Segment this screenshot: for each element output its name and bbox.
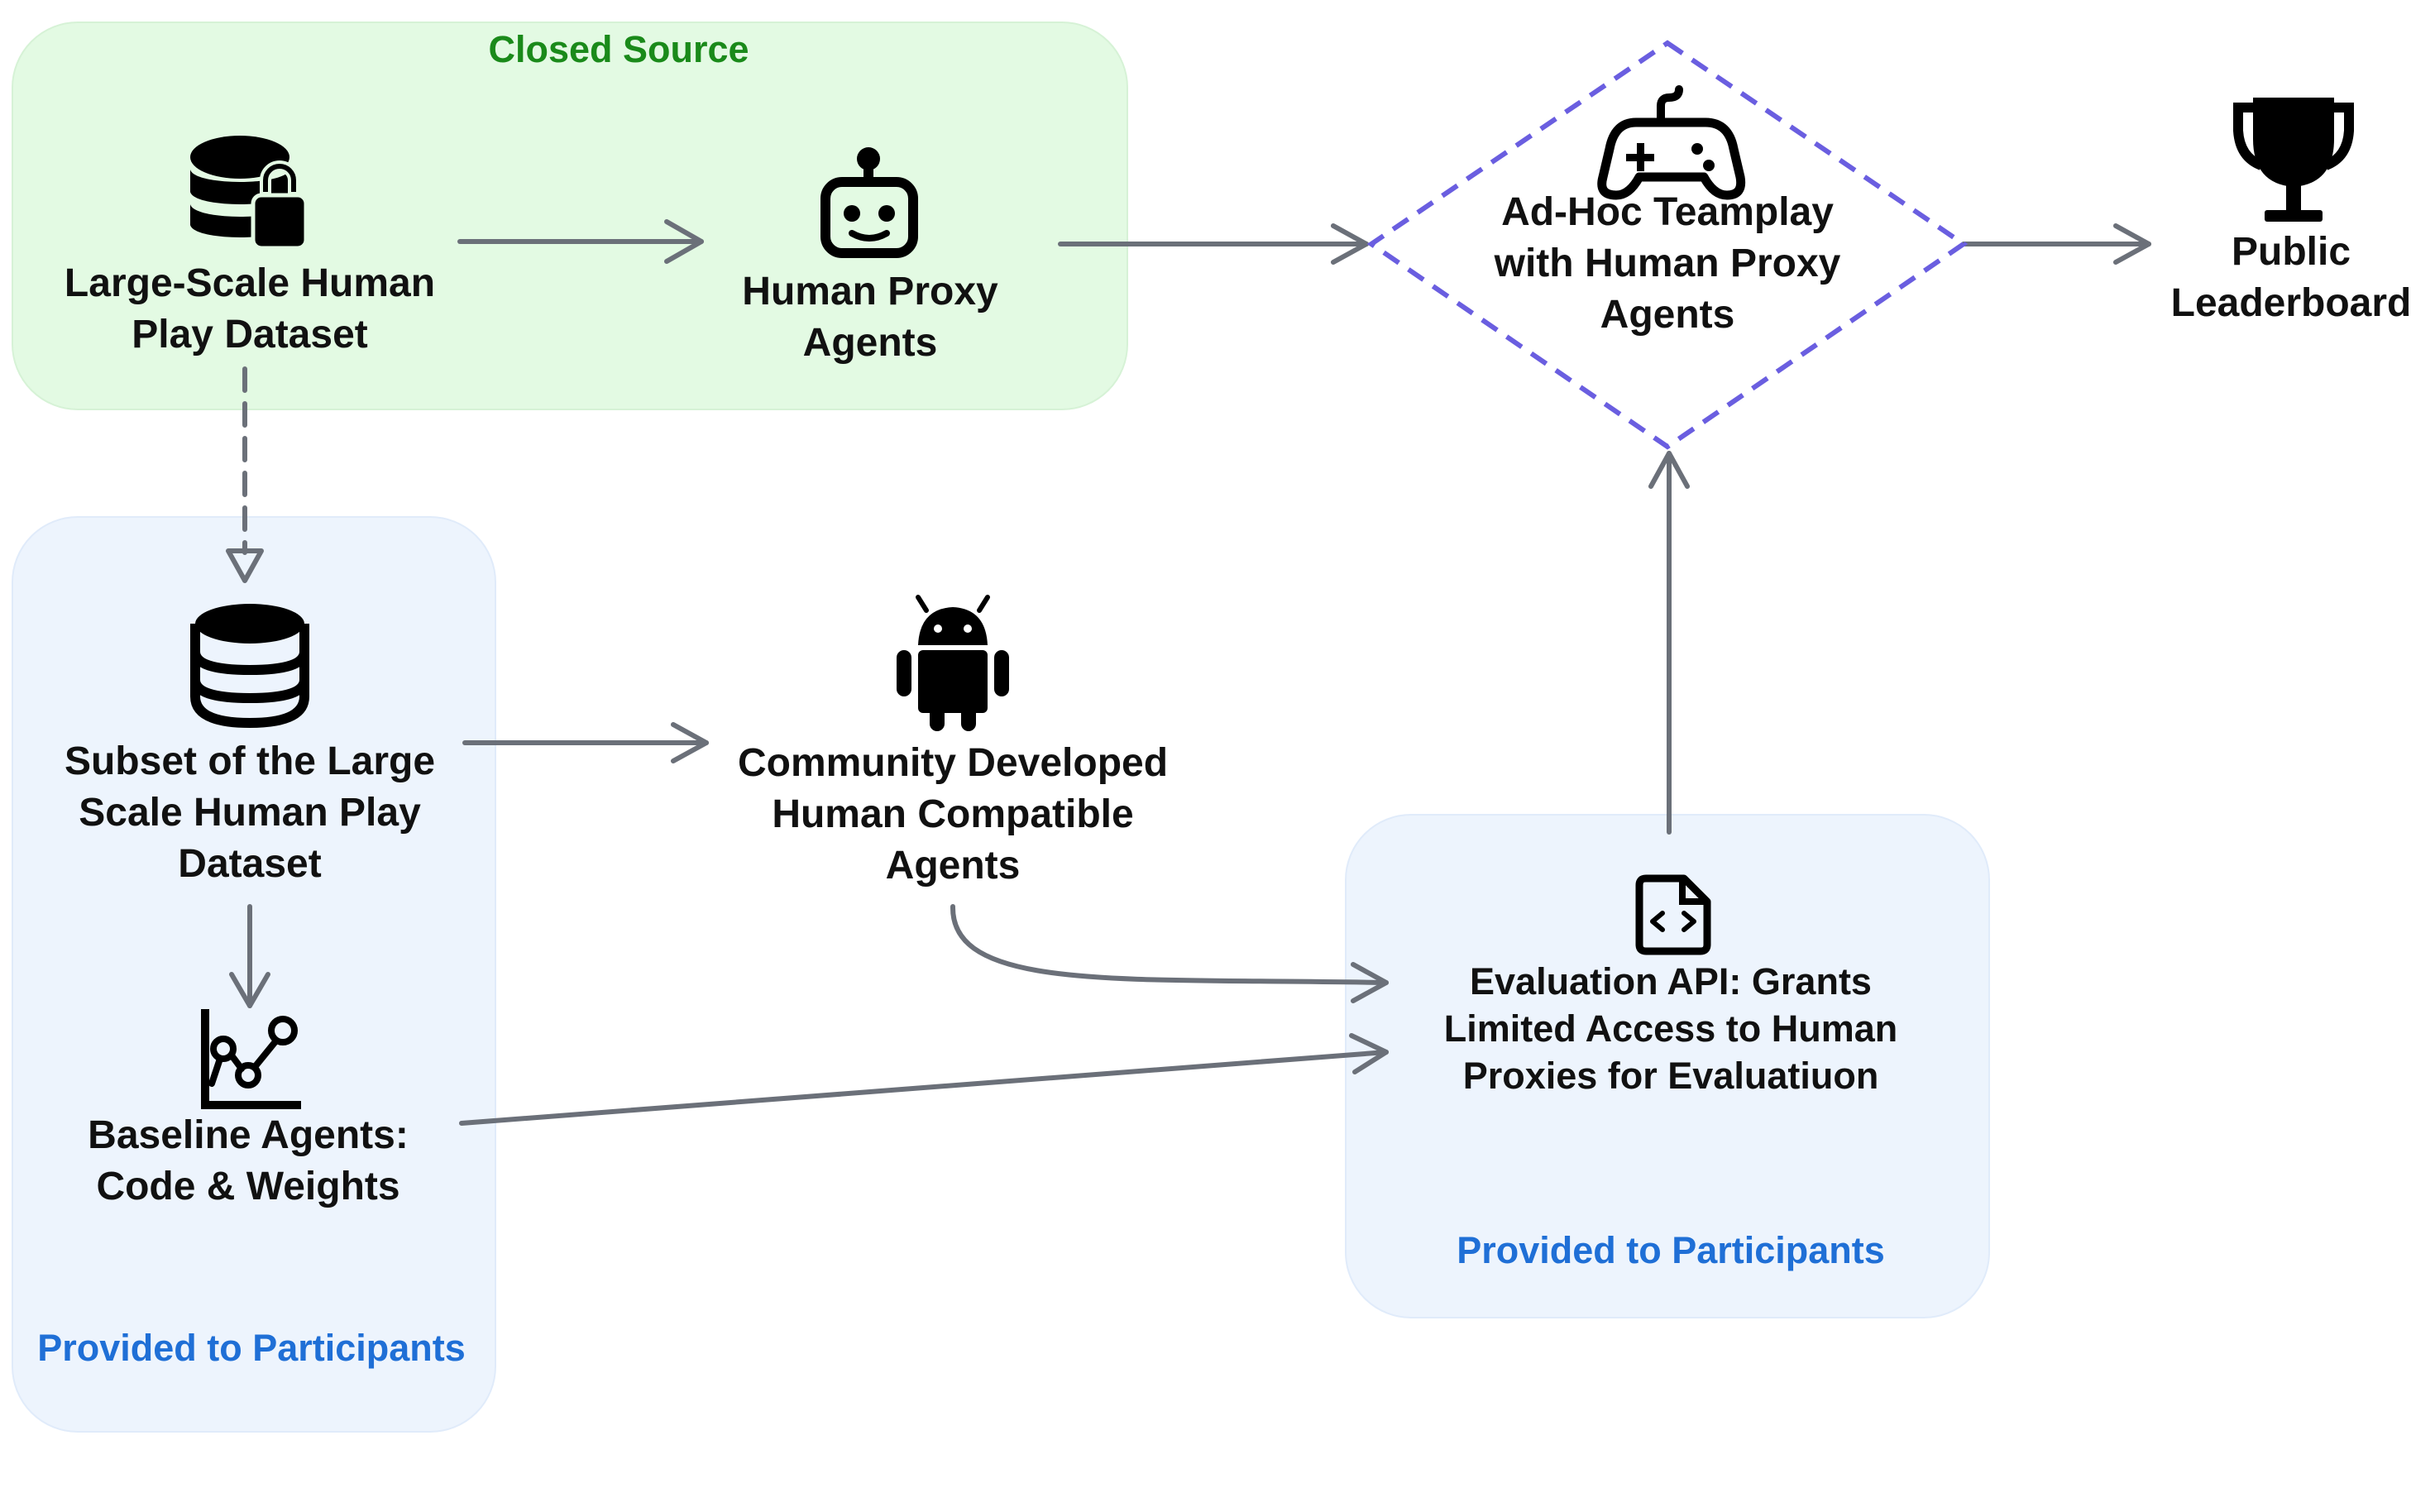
human-proxy-line-2: Agents [802, 321, 938, 365]
subset-line-2: Scale Human Play [79, 791, 421, 835]
provided-right-label: Provided to Participants [1457, 1229, 1885, 1271]
community-label: Community Developed Human Compatible Age… [688, 738, 1218, 892]
community-line-2: Human Compatible [772, 792, 1134, 836]
database-icon [190, 604, 309, 729]
large-dataset-label: Large-Scale Human Play Dataset [18, 258, 481, 361]
gamepad-icon [1597, 85, 1746, 200]
large-dataset-line-2: Play Dataset [132, 313, 368, 356]
dashed-arrow-dataset-to-subset [226, 366, 264, 583]
baseline-line-1: Baseline Agents: [88, 1113, 409, 1157]
trophy-icon [2233, 98, 2354, 222]
arrow-community-to-api [950, 904, 1389, 1003]
arrow-subset-to-community [462, 722, 709, 763]
subset-line-1: Subset of the Large [64, 739, 436, 783]
robot-icon [820, 147, 918, 258]
large-dataset-line-1: Large-Scale Human [64, 261, 436, 305]
leaderboard-line-2: Leaderboard [2170, 281, 2412, 325]
arrow-subset-to-baseline [229, 904, 270, 1008]
arrow-proxy-to-adhoc [1058, 223, 1369, 265]
human-proxy-line-1: Human Proxy [742, 270, 998, 313]
closed-source-label: Closed Source [488, 28, 749, 70]
community-line-3: Agents [885, 844, 1021, 888]
baseline-line-2: Code & Weights [96, 1165, 400, 1208]
adhoc-line-2: with Human Proxy [1494, 242, 1841, 285]
arrow-adhoc-to-leaderboard [1961, 223, 2151, 265]
subset-label: Subset of the Large Scale Human Play Dat… [18, 736, 481, 890]
baseline-label: Baseline Agents: Code & Weights [18, 1110, 478, 1213]
subset-line-3: Dataset [178, 842, 322, 886]
eval-api-line-2: Limited Access to Human [1443, 1007, 1898, 1050]
chart-icon [201, 1009, 301, 1109]
code-file-icon [1635, 874, 1711, 955]
eval-api-label: Evaluation API: Grants Limited Access to… [1398, 958, 1944, 1099]
provided-left-label: Provided to Participants [37, 1327, 466, 1369]
leaderboard-label: Public Leaderboard [2150, 227, 2432, 329]
community-line-1: Community Developed [737, 741, 1169, 785]
adhoc-diamond [1366, 40, 1969, 450]
adhoc-line-1: Ad-Hoc Teamplay [1501, 190, 1834, 234]
human-proxy-label: Human Proxy Agents [705, 266, 1036, 369]
adhoc-line-3: Agents [1600, 293, 1735, 337]
android-icon [897, 595, 1009, 731]
leaderboard-line-1: Public [2231, 230, 2351, 274]
eval-api-line-3: Proxies for Evaluatiuon [1462, 1055, 1879, 1097]
arrow-dataset-to-proxy [457, 219, 704, 264]
adhoc-label: Ad-Hoc Teamplay with Human Proxy Agents [1444, 187, 1891, 341]
provided-right-region [1345, 814, 1990, 1318]
eval-api-line-1: Evaluation API: Grants [1470, 960, 1872, 1002]
arrow-api-to-adhoc [1648, 451, 1690, 835]
arrow-baseline-to-api [459, 1033, 1389, 1126]
database-lock-icon [190, 136, 309, 251]
